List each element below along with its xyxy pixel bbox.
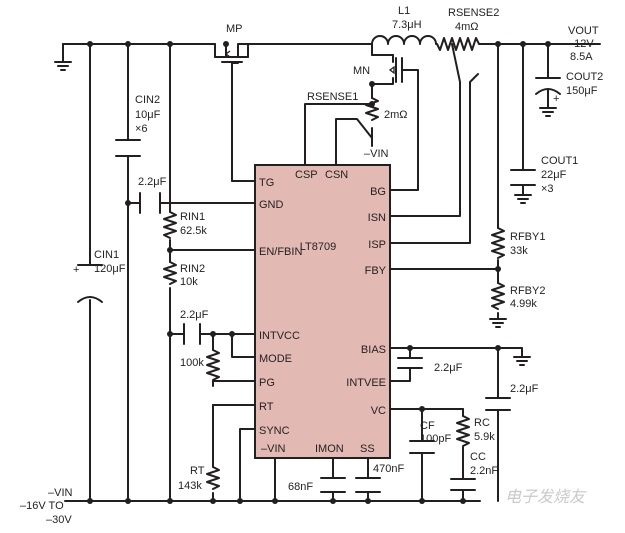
label-cin2-count: ×6: [135, 123, 148, 135]
label-cc: CC: [470, 451, 486, 463]
lt8709-chip: [254, 164, 391, 459]
pin-pg: PG: [259, 377, 275, 389]
label-cout2-value: 150μF: [566, 85, 598, 97]
label-cout1: COUT1: [541, 155, 578, 167]
label-rin1: RIN1: [180, 211, 205, 223]
pin-mode: MODE: [259, 353, 292, 365]
label-rsense1-value: 2mΩ: [384, 109, 408, 121]
label-c-intvee: 2.2μF: [434, 362, 463, 374]
pin-minus-vin: –VIN: [261, 443, 286, 455]
label-cin2: CIN2: [135, 94, 160, 106]
label-rt-value: 143k: [178, 480, 202, 492]
mosfet-mn: [388, 57, 405, 83]
junction-dots: [87, 41, 551, 504]
mosfet-mp: [221, 43, 249, 63]
label-rfby2: RFBY2: [510, 285, 545, 297]
label-input-range-2: –30V: [46, 514, 72, 526]
label-rin2-value: 10k: [180, 276, 198, 288]
label-cin1: CIN1: [94, 249, 119, 261]
label-cf: CF: [420, 420, 435, 432]
label-mp: MP: [226, 23, 243, 35]
label-rsense2-value: 4mΩ: [455, 21, 479, 33]
label-cc-value: 2.2nF: [470, 465, 498, 477]
label-c-imon: 68nF: [288, 481, 313, 493]
pin-intvcc: INTVCC: [259, 330, 300, 342]
pin-ss: SS: [360, 443, 375, 455]
label-c-bias: 2.2μF: [510, 383, 539, 395]
pin-bias: BIAS: [361, 344, 386, 356]
pin-tg: TG: [259, 177, 274, 189]
label-cout1-count: ×3: [541, 183, 554, 195]
label-cin1-value: 120μF: [94, 263, 126, 275]
ic-part-number: LT8709: [300, 241, 337, 253]
svg-text:+: +: [553, 93, 559, 105]
pin-csp: CSP: [295, 169, 318, 181]
label-cout1-value: 22μF: [541, 169, 567, 181]
label-l1-value: 7.3μH: [392, 19, 422, 31]
pin-isp: ISP: [368, 239, 386, 251]
ground-symbols: [54, 61, 557, 366]
label-c-intvcc: 2.2μF: [180, 309, 209, 321]
label-cf-value: 100pF: [420, 433, 451, 445]
label-l1: L1: [398, 5, 410, 17]
label-rc-value: 5.9k: [474, 431, 495, 443]
component-labels: MP MN L1 7.3μH RSENSE2 4mΩ RSENSE1 2mΩ –…: [20, 5, 603, 526]
label-rin2: RIN2: [180, 263, 205, 275]
pin-gnd: GND: [259, 199, 284, 211]
label-input-range-1: –16V TO: [20, 500, 64, 512]
pin-isn: ISN: [368, 212, 386, 224]
label-vout-current: 8.5A: [570, 51, 593, 63]
label-c-ss: 470nF: [373, 463, 404, 475]
pin-csn: CSN: [325, 169, 348, 181]
pin-vc: VC: [371, 405, 386, 417]
inductor-l1: [371, 35, 437, 45]
label-input-vin: –VIN: [48, 487, 73, 499]
label-rsense2: RSENSE2: [448, 7, 499, 19]
capacitors: + +: [73, 77, 561, 493]
label-r-pg: 100k: [180, 357, 204, 369]
label-vout-voltage: –12V: [568, 38, 594, 50]
label-rin1-value: 62.5k: [180, 225, 207, 237]
label-rsense1: RSENSE1: [307, 91, 358, 103]
svg-text:+: +: [73, 264, 79, 276]
label-cin2-value: 10μF: [135, 109, 161, 121]
label-rt: RT: [190, 465, 205, 477]
label-mn: MN: [353, 65, 370, 77]
pin-rt: RT: [259, 401, 274, 413]
label-vout: VOUT: [568, 25, 599, 37]
resistors: [163, 37, 505, 490]
watermark: 电子发烧友: [505, 487, 587, 506]
label-rfby2-value: 4.99k: [510, 298, 537, 310]
pin-sync: SYNC: [259, 425, 290, 437]
ic-pin-labels: TG GND EN/FBIN INTVCC MODE PG RT SYNC BG…: [259, 169, 387, 455]
pin-intvee: INTVEE: [346, 377, 386, 389]
pin-en-fbin: EN/FBIN: [259, 246, 302, 258]
label-rc: RC: [474, 417, 490, 429]
label-c-en: 2.2μF: [138, 176, 167, 188]
pin-imon: IMON: [315, 443, 344, 455]
label-rfby1-value: 33k: [510, 245, 528, 257]
pin-fby: FBY: [365, 265, 387, 277]
label-cout2: COUT2: [566, 71, 603, 83]
label-minus-vin-sense: –VIN: [364, 148, 389, 160]
pin-bg: BG: [370, 186, 386, 198]
label-rfby1: RFBY1: [510, 231, 545, 243]
